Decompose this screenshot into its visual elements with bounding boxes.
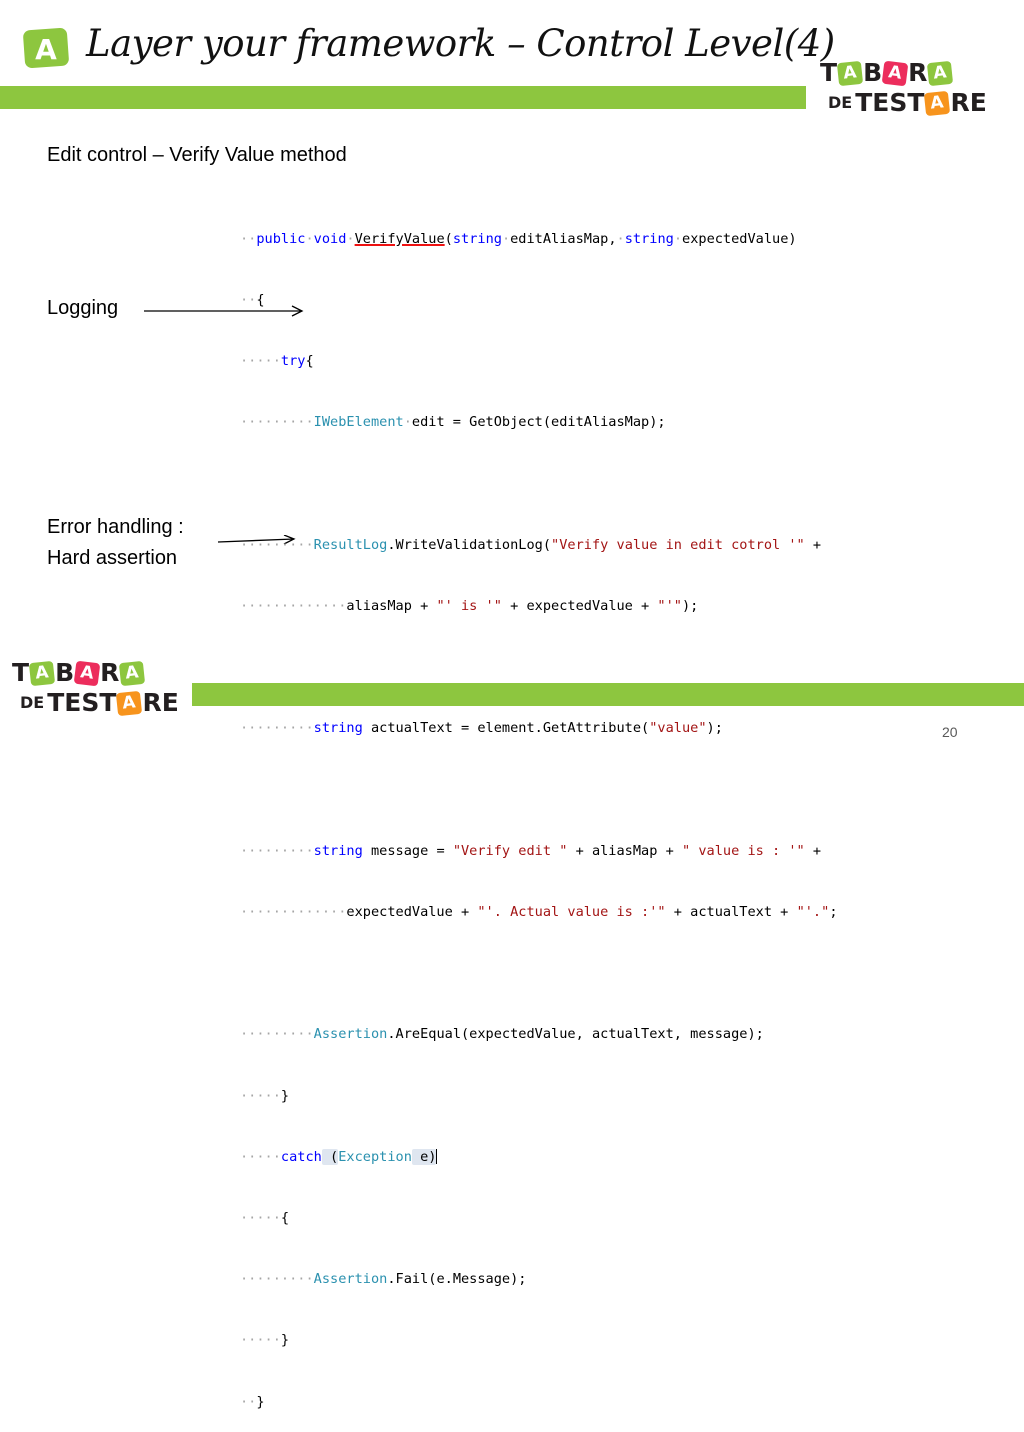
brand-line-1: T A B A R A bbox=[12, 658, 179, 688]
brand-tile: A bbox=[119, 660, 146, 686]
code-line: ·········Assertion.Fail(e.Message); bbox=[240, 1271, 527, 1288]
code-line: ·····} bbox=[240, 1087, 290, 1104]
brand-tile: A bbox=[924, 90, 951, 116]
brand-line-2: DE T E S T A R E bbox=[20, 688, 179, 718]
brand-letter: E bbox=[64, 688, 82, 717]
brand-logo-bottom: T A B A R A DE T E S T A R E bbox=[12, 658, 179, 718]
brand-letter: T bbox=[855, 88, 873, 117]
brand-letter: T bbox=[47, 688, 65, 717]
brand-logo-top: T A B A R A DE T E S T A R E bbox=[820, 58, 987, 118]
code-line: ·············aliasMap + "' is '" + expec… bbox=[240, 598, 699, 615]
annotation-error-handling: Error handling : Hard assertion bbox=[47, 512, 184, 574]
brand-prefix: DE bbox=[828, 93, 853, 112]
brand-letter: R bbox=[142, 688, 162, 717]
brand-letter: T bbox=[12, 658, 30, 687]
page-number: 20 bbox=[942, 724, 958, 740]
brand-letter: E bbox=[872, 88, 890, 117]
code-line: ·····catch (Exception e) bbox=[240, 1148, 438, 1165]
brand-letter: E bbox=[969, 88, 987, 117]
logging-arrow-icon bbox=[144, 305, 304, 317]
footer-bar bbox=[192, 683, 1024, 706]
code-line: ·········ResultLog.WriteValidationLog("V… bbox=[240, 536, 822, 553]
code-line: ·····{ bbox=[240, 1210, 290, 1227]
code-line: ·········IWebElement·edit = GetObject(ed… bbox=[240, 414, 666, 431]
brand-letter: R bbox=[950, 88, 970, 117]
error-handling-arrow-icon bbox=[217, 535, 296, 545]
brand-tile: A bbox=[73, 660, 101, 686]
brand-letter: R bbox=[908, 58, 928, 87]
app-logo-icon: A bbox=[23, 27, 69, 69]
code-line: ·············expectedValue + "'. Actual … bbox=[240, 904, 838, 921]
code-line: ·········Assertion.AreEqual(expectedValu… bbox=[240, 1026, 764, 1043]
code-snippet: ··public·void·VerifyValue(string·editAli… bbox=[240, 188, 838, 1432]
annotation-logging: Logging bbox=[47, 297, 119, 319]
brand-letter: T bbox=[907, 88, 925, 117]
brand-line-2: DE T E S T A R E bbox=[828, 88, 987, 118]
code-line-blank bbox=[240, 963, 838, 983]
code-line-blank bbox=[240, 474, 838, 494]
brand-tile: A bbox=[927, 60, 954, 86]
brand-letter: S bbox=[889, 88, 908, 117]
brand-tile: A bbox=[28, 660, 56, 686]
code-line: ·····try{ bbox=[240, 353, 314, 370]
slide-title: Layer your framework – Control Level(4) bbox=[86, 22, 835, 65]
brand-letter: T bbox=[99, 688, 117, 717]
brand-letter: R bbox=[100, 658, 120, 687]
text-cursor-icon bbox=[436, 1149, 438, 1165]
annotation-error-line-1: Error handling : bbox=[47, 516, 184, 538]
code-line-blank bbox=[240, 657, 838, 677]
code-line: ··} bbox=[240, 1393, 265, 1410]
brand-tile: A bbox=[836, 60, 864, 86]
brand-prefix: DE bbox=[20, 693, 45, 712]
code-line: ·····} bbox=[240, 1332, 290, 1349]
code-line: ·········string actualText = element.Get… bbox=[240, 720, 723, 737]
brand-letter: E bbox=[161, 688, 179, 717]
title-underline-bar bbox=[0, 86, 806, 109]
brand-letter: B bbox=[55, 658, 75, 687]
slide-subtitle: Edit control – Verify Value method bbox=[47, 144, 347, 166]
code-line: ··{ bbox=[240, 292, 265, 309]
code-line-blank bbox=[240, 780, 838, 800]
code-line: ·········string message = "Verify edit "… bbox=[240, 842, 822, 859]
brand-letter: S bbox=[81, 688, 100, 717]
annotation-error-line-2: Hard assertion bbox=[47, 547, 178, 569]
brand-letter: B bbox=[863, 58, 883, 87]
code-line: ··public·void·VerifyValue(string·editAli… bbox=[240, 230, 797, 247]
brand-tile: A bbox=[116, 690, 143, 716]
brand-tile: A bbox=[881, 60, 909, 86]
logo-letter: A bbox=[35, 33, 57, 66]
brand-line-1: T A B A R A bbox=[820, 58, 987, 88]
brand-letter: T bbox=[820, 58, 838, 87]
